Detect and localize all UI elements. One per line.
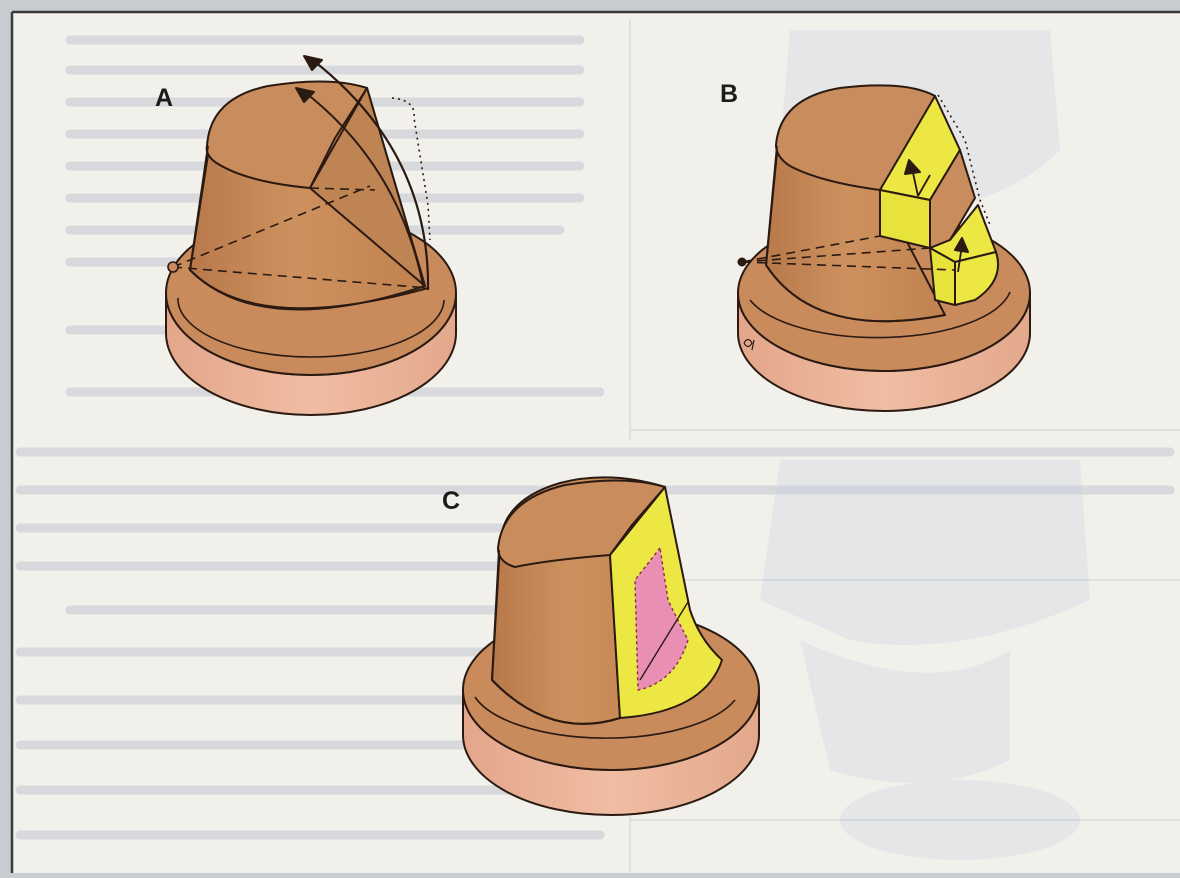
- panel-label-a: A: [155, 86, 173, 111]
- panel-label-c: C: [442, 489, 460, 514]
- panel-label-b: B: [720, 82, 738, 107]
- model-a-pivot-point: [168, 262, 178, 272]
- model-b-pivot-point: [738, 258, 746, 266]
